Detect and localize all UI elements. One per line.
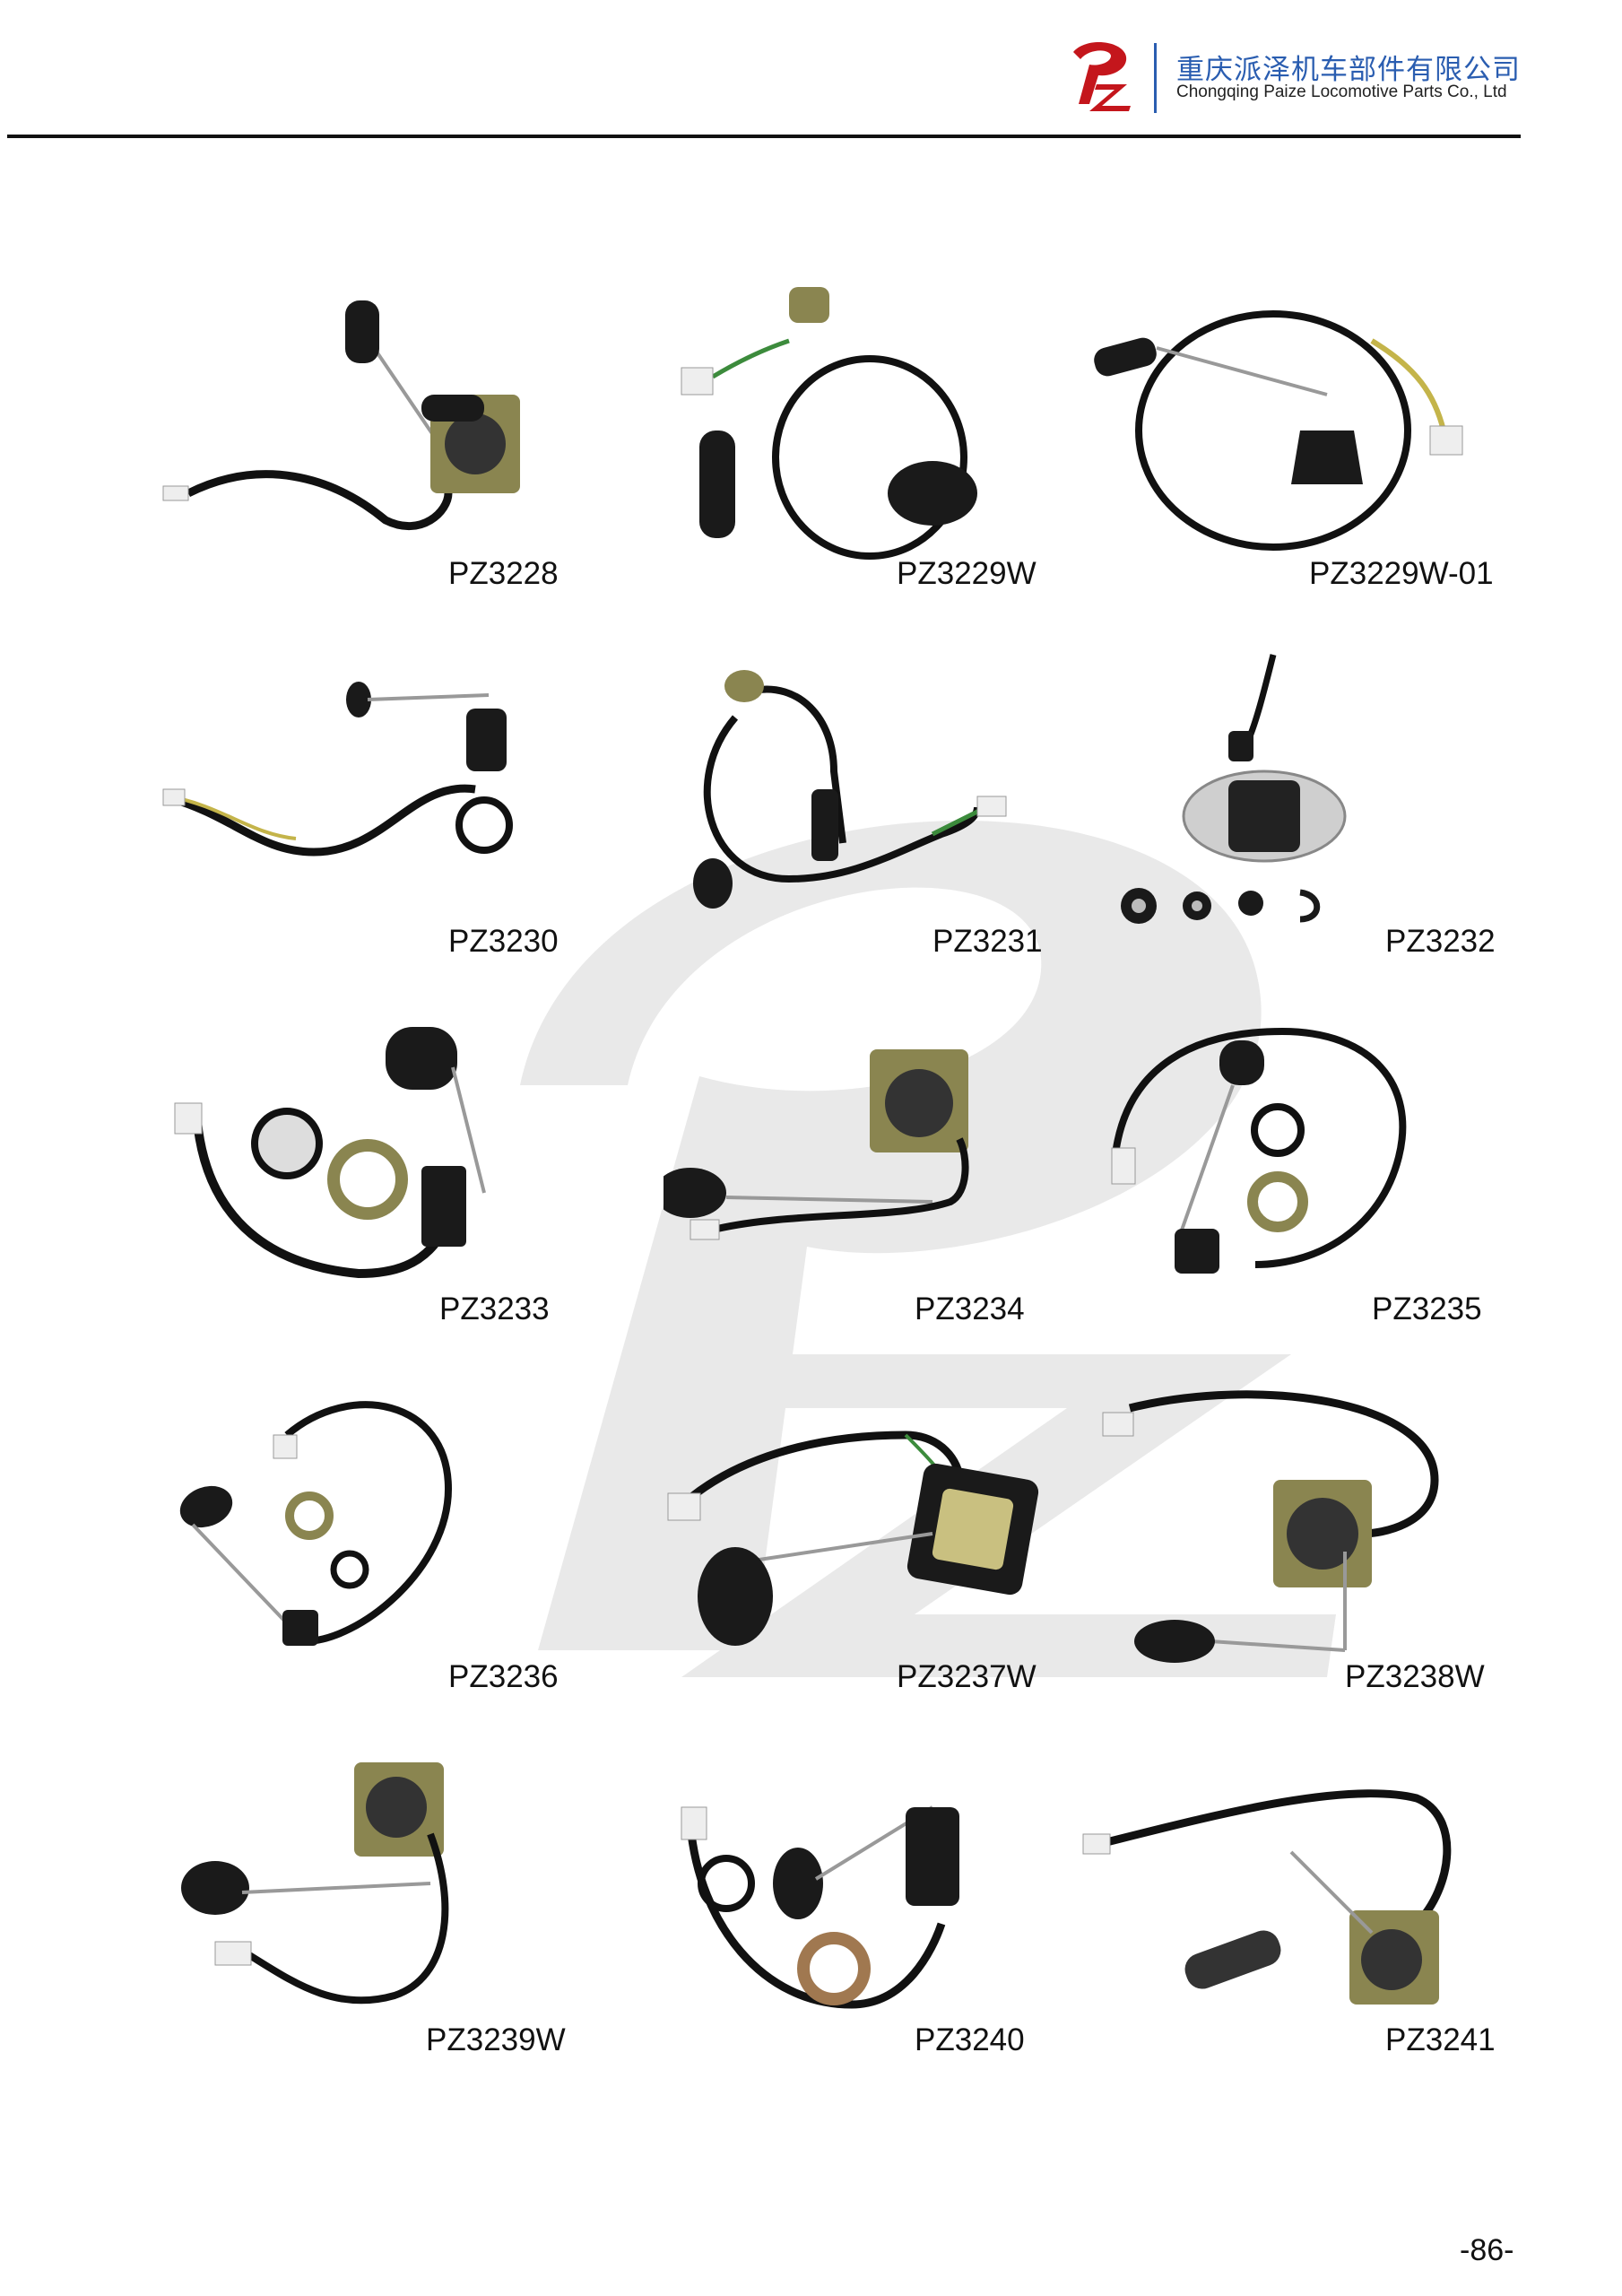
product-code: PZ3229W-01: [1309, 556, 1494, 591]
product-code: PZ3229W: [897, 556, 1037, 591]
company-name-english: Chongqing Paize Locomotive Parts Co., Lt…: [1176, 83, 1507, 101]
product-pz3230: PZ3230: [152, 646, 619, 987]
product-code: PZ3228: [448, 556, 559, 591]
product-code: PZ3240: [915, 2022, 1025, 2057]
product-code: PZ3235: [1372, 1292, 1482, 1326]
product-pz3231: PZ3231: [664, 646, 1130, 987]
product-pz3229w: PZ3229W: [664, 278, 1130, 619]
product-code: PZ3234: [915, 1292, 1025, 1326]
fuel-sender-icon: [664, 1049, 969, 1240]
product-code: PZ3232: [1385, 924, 1496, 959]
product-pz3232: PZ3232: [1076, 646, 1542, 987]
page-header: 重庆派泽机车部件有限公司 Chongqing Paize Locomotive …: [0, 0, 1622, 144]
product-pz3239w: PZ3239W: [152, 1744, 619, 2085]
product-pz3233: PZ3233: [152, 1013, 619, 1354]
product-code: PZ3233: [439, 1292, 550, 1326]
product-pz3237w: PZ3237W: [664, 1381, 1130, 1722]
fuel-sender-icon: [181, 1762, 449, 2005]
product-pz3236: PZ3236: [152, 1381, 619, 1722]
product-code: PZ3239W: [426, 2022, 566, 2057]
fuel-sender-icon: [162, 300, 520, 530]
fuel-sender-icon: [681, 287, 977, 560]
product-code: PZ3238W: [1345, 1659, 1485, 1694]
fuel-sender-icon: [681, 1805, 959, 2009]
page-number: -86-: [1460, 2233, 1514, 2267]
product-pz3241: PZ3241: [1076, 1744, 1542, 2085]
fuel-sender-icon: [1111, 1027, 1407, 1274]
pz-logo-icon: [1073, 41, 1131, 111]
header-rule: [7, 135, 1521, 138]
product-pz3235: PZ3235: [1076, 1013, 1542, 1354]
product-code: PZ3237W: [897, 1659, 1037, 1694]
fuel-sender-icon: [174, 1027, 486, 1279]
fuel-sender-icon: [179, 1401, 453, 1646]
company-name-chinese: 重庆派泽机车部件有限公司: [1176, 54, 1521, 85]
product-code: PZ3236: [448, 1659, 559, 1694]
product-pz3238w: PZ3238W: [1076, 1381, 1542, 1722]
fuel-sender-icon: [1121, 654, 1347, 924]
fuel-sender-icon: [1102, 1390, 1439, 1663]
fuel-sender-icon: [693, 670, 1007, 909]
logo-divider: [1154, 43, 1157, 113]
fuel-sender-icon: [162, 682, 513, 857]
product-code: PZ3230: [448, 924, 559, 959]
fuel-sender-icon: [1094, 310, 1463, 551]
product-code: PZ3241: [1385, 2022, 1496, 2057]
product-pz3229w-01: PZ3229W-01: [1076, 278, 1542, 619]
fuel-sender-icon: [667, 1431, 1039, 1646]
product-code: PZ3231: [932, 924, 1043, 959]
product-pz3240: PZ3240: [664, 1744, 1130, 2085]
fuel-sender-icon: [1082, 1789, 1452, 2005]
product-pz3228: PZ3228: [152, 278, 619, 619]
product-pz3234: PZ3234: [664, 1013, 1130, 1354]
